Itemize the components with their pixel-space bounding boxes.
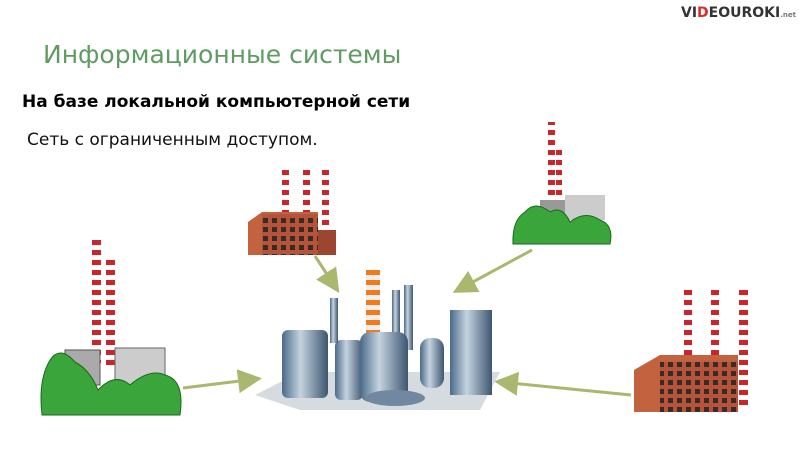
slide-subtitle: На базе локальной компьютерной сети [22,92,411,112]
arrow-right [494,371,632,397]
logo-suffix: .net [780,11,796,19]
arrow-top-left [313,255,340,294]
videouroki-logo: VIDEOUROKI.net [681,5,796,21]
connection-arrows [182,248,632,397]
arrow-top-right [452,248,533,293]
logo-text: EOUROKI [708,5,781,21]
logo-text: VI [681,5,698,21]
refinery-center [255,270,500,410]
slide-title: Информационные системы [43,40,402,69]
factory-left [40,238,182,416]
factory-right [634,288,748,412]
slide-text: Сеть с ограниченным доступом. [27,130,318,150]
logo-text-accent: D [697,5,709,21]
arrow-left [182,369,262,394]
factory-top-right [512,122,612,245]
factory-top [248,165,336,255]
